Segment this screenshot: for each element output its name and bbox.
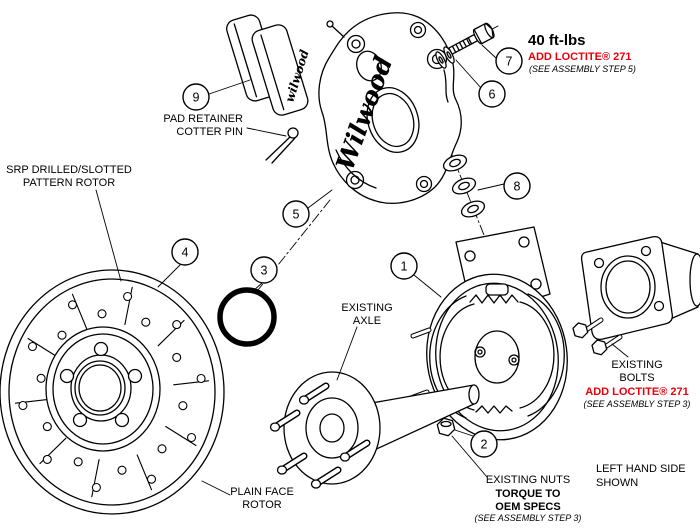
callout-number: 6 [489, 88, 496, 102]
callout-number: 7 [506, 55, 513, 69]
label-existing-nuts: EXISTING NUTS TORQUE TO OEM SPECS (SEE A… [475, 474, 582, 523]
label-line: SRP DRILLED/SLOTTED [6, 164, 132, 176]
callout-number: 2 [481, 438, 488, 452]
callout-3: 3 [250, 256, 278, 284]
callout-2: 2 [470, 430, 498, 458]
callout-6: 6 [478, 80, 506, 108]
return-spring-top [469, 294, 519, 304]
brake-pads: wilwood [226, 14, 312, 116]
assembly-step-note: (SEE ASSEMBLY STEP 5) [529, 64, 636, 74]
loctite-note: ADD LOCTITE® 271 [585, 386, 688, 398]
torque-value-label: 40 ft-lbs [528, 32, 586, 49]
assembly-step-note: (SEE ASSEMBLY STEP 3) [475, 513, 582, 523]
callout-number: 5 [293, 208, 300, 222]
label-line: ROTOR [242, 499, 282, 511]
loctite-note: ADD LOCTITE® 271 [528, 51, 631, 63]
callout-number: 1 [401, 260, 408, 274]
label-line: EXISTING NUTS [486, 474, 570, 486]
wheel-studs [269, 382, 371, 489]
callout-1: 1 [390, 252, 418, 280]
label-existing-axle: EXISTING AXLE [341, 302, 392, 327]
callout-9: 9 [182, 83, 210, 111]
callout-number: 8 [514, 180, 521, 194]
label-line: AXLE [353, 315, 381, 327]
callout-7: 7 [495, 47, 523, 75]
callout-number: 4 [182, 246, 189, 260]
mount-washer-stack [442, 154, 486, 218]
label-line: BOLTS [619, 372, 654, 384]
backing-plate-studs [408, 327, 432, 401]
drilled-slotted-rotor [0, 269, 225, 515]
note-caliper-torque: 40 ft-lbs ADD LOCTITE® 271 (SEE ASSEMBLY… [528, 32, 636, 74]
assembly-step-note: (SEE ASSEMBLY STEP 3) [584, 399, 691, 409]
existing-axle [269, 371, 480, 489]
label-left-hand-side: LEFT HAND SIDE SHOWN [596, 463, 686, 489]
existing-bolts [572, 317, 623, 356]
bolt-washers [435, 46, 455, 69]
label-line: LEFT HAND SIDE [596, 463, 686, 475]
rotor-drill-pattern [18, 291, 206, 493]
cotter-pin [265, 127, 299, 164]
callout-8: 8 [503, 172, 531, 200]
torque-note: OEM SPECS [495, 501, 560, 513]
label-existing-bolts: EXISTING BOLTS ADD LOCTITE® 271 (SEE ASS… [584, 359, 691, 409]
wheel-cylinder [485, 283, 509, 296]
callout-5: 5 [282, 200, 310, 228]
leader-lines [95, 44, 629, 496]
label-plain-face-rotor: PLAIN FACE ROTOR [230, 486, 294, 511]
label-line: EXISTING [611, 359, 662, 371]
existing-hex-nut [436, 417, 456, 437]
label-srp-rotor: SRP DRILLED/SLOTTED PATTERN ROTOR [6, 164, 132, 189]
label-line: PLAIN FACE [230, 486, 294, 498]
callout-number: 9 [193, 91, 200, 105]
label-line: PAD RETAINER [163, 113, 243, 125]
label-line: SHOWN [596, 477, 638, 489]
callout-4: 4 [171, 238, 199, 266]
rotor-lug-holes [59, 341, 143, 428]
brake-caliper: Wilwood [318, 12, 462, 204]
label-line: COTTER PIN [176, 126, 243, 138]
caliper-bolt [444, 22, 495, 57]
return-spring-bottom [475, 405, 513, 414]
axle-retaining-ring [217, 287, 277, 347]
label-pad-retainer: PAD RETAINER COTTER PIN [163, 113, 243, 138]
torque-note: TORQUE TO [496, 488, 561, 500]
axle-housing-end [572, 236, 700, 356]
callout-number: 3 [261, 264, 268, 278]
label-line: EXISTING [341, 302, 392, 314]
label-line: PATTERN ROTOR [23, 177, 115, 189]
